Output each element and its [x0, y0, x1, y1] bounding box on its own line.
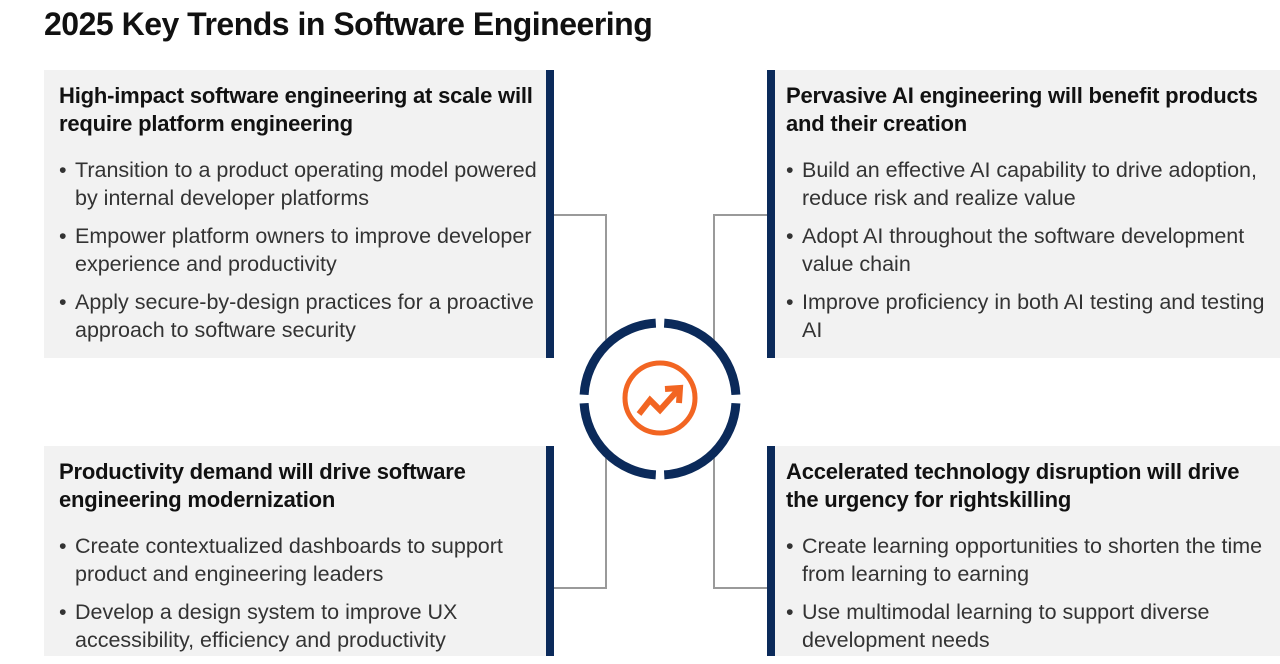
card-title: Accelerated technology disruption will d… — [786, 459, 1240, 512]
page-title: 2025 Key Trends in Software Engineering — [44, 6, 653, 42]
bullet-item: Develop a design system to improve UX ac… — [59, 598, 539, 654]
bullet-item: Apply secure-by-design practices for a p… — [59, 288, 539, 344]
bullet-list: Create contextualized dashboards to supp… — [59, 532, 539, 654]
bullet-item: Use multimodal learning to support diver… — [786, 598, 1276, 654]
bullet-list: Create learning opportunities to shorten… — [786, 532, 1276, 654]
trend-card-ai-engineering: Pervasive AI engineering will benefit pr… — [767, 70, 1280, 358]
card-title: Pervasive AI engineering will benefit pr… — [786, 83, 1258, 136]
trend-card-platform-engineering: High-impact software engineering at scal… — [44, 70, 554, 358]
bullet-item: Empower platform owners to improve devel… — [59, 222, 539, 278]
accent-bar — [546, 70, 554, 358]
bullet-item: Improve proficiency in both AI testing a… — [786, 288, 1276, 344]
bullet-item: Adopt AI throughout the software develop… — [786, 222, 1276, 278]
segmented-ring — [579, 318, 741, 480]
bullet-item: Create contextualized dashboards to supp… — [59, 532, 539, 588]
trending-up-icon — [622, 360, 698, 436]
accent-bar — [767, 70, 775, 358]
card-title: Productivity demand will drive software … — [59, 459, 466, 512]
accent-bar — [767, 446, 775, 656]
trend-card-productivity-modernization: Productivity demand will drive software … — [44, 446, 554, 656]
bullet-item: Build an effective AI capability to driv… — [786, 156, 1276, 212]
bullet-list: Build an effective AI capability to driv… — [786, 156, 1276, 344]
bullet-list: Transition to a product operating model … — [59, 156, 539, 344]
card-title: High-impact software engineering at scal… — [59, 83, 533, 136]
center-hub — [579, 318, 741, 480]
trend-card-rightskilling: Accelerated technology disruption will d… — [767, 446, 1280, 656]
bullet-item: Create learning opportunities to shorten… — [786, 532, 1276, 588]
bullet-item: Transition to a product operating model … — [59, 156, 539, 212]
accent-bar — [546, 446, 554, 656]
